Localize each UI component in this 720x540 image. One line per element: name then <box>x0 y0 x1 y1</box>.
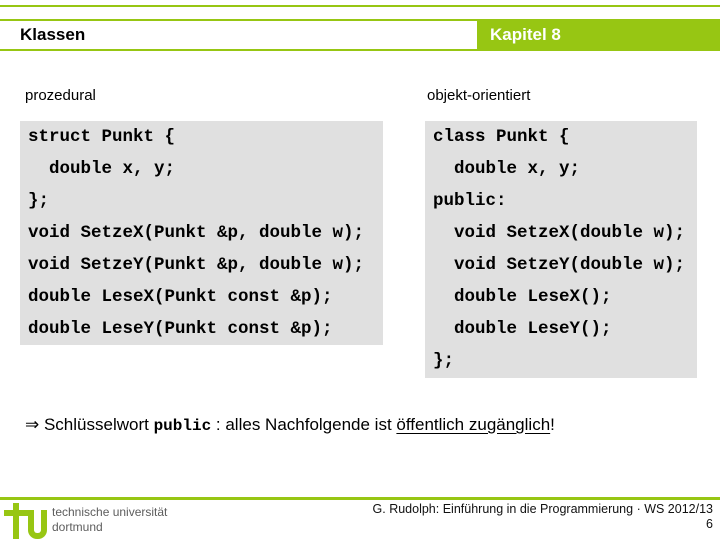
right-column-label: objekt-orientiert <box>427 87 531 104</box>
code-line: }; <box>28 191 50 211</box>
tu-dortmund-logo <box>4 503 50 540</box>
code-line: }; <box>433 351 455 371</box>
note-middle: : alles Nachfolgende ist <box>211 415 397 434</box>
slide-title: Klassen <box>20 25 86 44</box>
logo-t-bar-icon <box>4 510 28 516</box>
code-line: double LeseX(); <box>433 287 612 307</box>
logo-u-icon <box>28 510 47 539</box>
chapter-area: Kapitel 8 <box>490 19 561 51</box>
code-line: double x, y; <box>433 159 581 179</box>
code-line: double LeseY(); <box>433 319 612 339</box>
footer-credit: G. Rudolph: Einführung in die Programmie… <box>373 502 713 531</box>
page-number: 6 <box>706 516 713 531</box>
code-line: double LeseX(Punkt const &p); <box>28 287 333 307</box>
note-keyword: public <box>153 417 212 435</box>
header-bar: Klassen Kapitel 8 <box>0 19 720 51</box>
header-title-box: Klassen <box>0 19 477 51</box>
logo-t-icon <box>13 503 19 539</box>
code-line: void SetzeX(double w); <box>433 223 686 243</box>
code-line: class Punkt { <box>433 127 570 147</box>
code-line: public: <box>433 191 507 211</box>
procedural-code-box: struct Punkt { double x, y; }; void Setz… <box>20 121 383 345</box>
code-line: double x, y; <box>28 159 176 179</box>
code-line: void SetzeY(double w); <box>433 255 686 275</box>
course-credit: G. Rudolph: Einführung in die Programmie… <box>372 502 713 516</box>
note-underlined-phrase: öffentlich zugänglich <box>396 415 551 434</box>
left-column-label: prozedural <box>25 87 96 104</box>
footer-rule <box>0 497 720 500</box>
university-name: technische universität dortmund <box>52 505 167 535</box>
note-prefix: Schlüsselwort <box>43 415 154 434</box>
chapter-label: Kapitel 8 <box>490 25 561 44</box>
object-oriented-code-box: class Punkt { double x, y; public: void … <box>425 121 697 378</box>
note-line: ⇒ Schlüsselwort public : alles Nachfolge… <box>25 415 695 435</box>
implies-arrow: ⇒ <box>25 415 44 434</box>
code-line: struct Punkt { <box>28 127 176 147</box>
top-rule <box>0 5 720 7</box>
university-line2: dortmund <box>52 520 103 534</box>
code-line: double LeseY(Punkt const &p); <box>28 319 333 339</box>
code-line: void SetzeX(Punkt &p, double w); <box>28 223 365 243</box>
university-line1: technische universität <box>52 505 168 519</box>
note-suffix: ! <box>550 415 555 434</box>
code-line: void SetzeY(Punkt &p, double w); <box>28 255 365 275</box>
